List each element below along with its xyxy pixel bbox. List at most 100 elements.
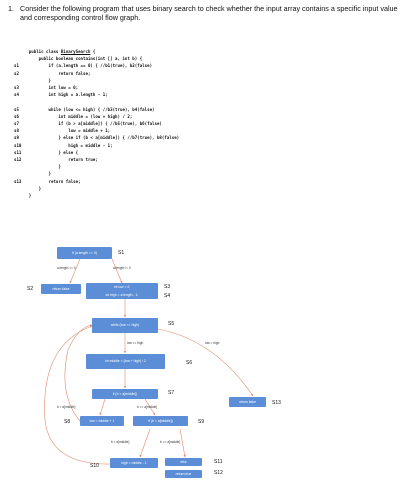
cfg-node-s5: while (low <= high)	[92, 318, 158, 333]
code-text: low = middle + 1;	[28, 128, 111, 134]
code-line-label: s3	[14, 85, 29, 91]
cfg-node-label-s1: S1	[118, 250, 125, 256]
code-line: s11 } else {	[14, 150, 78, 155]
cfg-node-s7: if (b > a[middle])	[92, 389, 158, 399]
code-line: s1 if (a.length == 0) { //b1(true), b2(f…	[14, 63, 152, 68]
code-text: int middle = (low + high) / 2;	[28, 113, 133, 119]
code-line-label: s2	[14, 70, 29, 76]
cfg-node-s1: if (a.length == 0)	[57, 247, 112, 259]
class-name: BinarySearch	[60, 49, 91, 54]
cfg-node-label-s6: S6	[186, 360, 193, 366]
code-line: s5 while (low <= high) { //b3(true), b4(…	[14, 107, 155, 112]
code-line: }	[14, 193, 31, 198]
cfg-node-label-s10: S10	[90, 463, 99, 469]
edge-s1-s2	[69, 258, 81, 284]
code-text: return true;	[28, 157, 98, 163]
code-line: }	[14, 78, 51, 83]
code-line: s6 int middle = (low + high) / 2;	[14, 114, 132, 119]
code-line-label: s1	[14, 63, 29, 69]
cfg-node-s2: return false	[41, 284, 81, 294]
code-line: s13 return false;	[14, 179, 81, 184]
edge-s7-s9	[144, 398, 156, 416]
cfg-node-label-s11: S11	[214, 459, 223, 465]
code-text: int high = a.length - 1;	[28, 92, 108, 98]
code-line: s9 } else if (b < a[middle]) { //b7(true…	[14, 135, 179, 140]
question-number: 1.	[8, 4, 14, 13]
cfg-node-label-s13: S13	[272, 400, 281, 406]
code-text: }	[28, 164, 61, 170]
edge-label-len-ne: a.length != 0	[113, 266, 131, 270]
cfg-node-label-s8: S8	[64, 419, 71, 425]
cfg-node-label-s7: S7	[168, 390, 175, 396]
code-text: while (low <= high) { //b3(true), b4(fal…	[28, 106, 155, 112]
cfg-node-s3-s4: int low = 0; int high = a.length - 1;	[86, 283, 158, 299]
cfg-node-s13: return false	[229, 397, 266, 407]
code-listing: public class BinarySearch { public boole…	[14, 48, 179, 199]
code-line: public class BinarySearch {	[14, 49, 96, 54]
code-text: }	[28, 77, 51, 83]
cfg-node-s12: return true	[165, 470, 202, 478]
edge-label-low-le: low <= high	[127, 341, 144, 345]
code-line-label: s12	[14, 157, 29, 163]
cfg-node-label-s12: S12	[214, 470, 223, 476]
code-line-label: s6	[14, 113, 29, 119]
code-line: }	[14, 164, 61, 170]
code-line-label: s8	[14, 128, 29, 134]
code-text: high = middle - 1;	[28, 142, 113, 148]
code-text: } else {	[28, 149, 79, 155]
edge-s10-s5	[44, 325, 111, 465]
cfg-node-label-s3: S3	[164, 284, 171, 290]
cfg-node-s11: else	[165, 458, 202, 466]
code-line: s3 int low = 0;	[14, 85, 78, 90]
cfg-node-s10: high = middle - 1	[110, 458, 158, 468]
edge-label-b-le: b <= a[middle]	[137, 405, 158, 409]
code-line: }	[14, 186, 41, 191]
edge-s5-s13	[157, 328, 254, 397]
cfg-node-s8: low = middle + 1	[80, 416, 124, 426]
code-text: public class	[28, 49, 61, 54]
code-text: }	[28, 193, 32, 199]
cfg-node-s4-text: int high = a.length - 1;	[105, 293, 139, 297]
code-text: {	[90, 49, 96, 54]
edge-s8-s5	[64, 324, 93, 422]
code-text: int low = 0;	[28, 85, 79, 91]
code-text: if (a.length == 0) { //b1(true), b2(fals…	[28, 63, 153, 69]
edge-s1-s3	[111, 258, 123, 284]
code-text: public boolean contains(int [] a, int b)…	[28, 56, 143, 62]
edge-label-b-lt: b < a[middle]	[111, 440, 130, 444]
code-line-label: s13	[14, 178, 29, 184]
question: 1. Consider the following program that u…	[8, 4, 404, 22]
cfg-node-label-s2: S2	[27, 286, 34, 292]
code-text: } else if (b < a[middle]) { //b7(true), …	[28, 135, 180, 141]
code-text: }	[28, 185, 42, 191]
code-text: }	[28, 171, 51, 177]
cfg-node-s6: int middle = (low + high) / 2	[86, 354, 165, 369]
edge-label-b-gt: b > a[middle]	[57, 405, 76, 409]
cfg-node-s3-text: int low = 0;	[113, 285, 131, 289]
code-line: s8 low = middle + 1;	[14, 128, 110, 133]
code-line-label: s11	[14, 149, 29, 155]
edge-s9-s10	[139, 428, 151, 458]
edge-label-len-eq: a.length == 0	[57, 266, 76, 270]
code-text: return false;	[28, 70, 91, 76]
code-line-label: s10	[14, 142, 29, 148]
code-line: }	[14, 171, 51, 176]
edge-label-low-gt: low > high	[205, 341, 220, 345]
cfg-node-label-s9: S9	[198, 419, 205, 425]
code-line: s4 int high = a.length - 1;	[14, 92, 108, 97]
question-text: Consider the following program that uses…	[20, 4, 398, 23]
code-line: s10 high = middle - 1;	[14, 143, 113, 148]
cfg-node-s9: if (b < a[middle])	[133, 416, 188, 426]
code-text: return false;	[28, 178, 81, 184]
code-line-label: s5	[14, 106, 29, 112]
code-line: s2 return false;	[14, 71, 90, 76]
edge-s9-s11	[179, 428, 186, 458]
edge-label-b-ge: b >= a[middle]	[160, 440, 181, 444]
cfg-node-label-s4: S4	[164, 293, 171, 299]
code-text: if (b > a[middle]) { //b5(true), b6(fals…	[28, 121, 162, 127]
code-line: s7 if (b > a[middle]) { //b5(true), b6(f…	[14, 121, 162, 126]
code-line-label: s4	[14, 92, 29, 98]
code-line-label: s9	[14, 135, 29, 141]
code-line-label: s7	[14, 121, 29, 127]
